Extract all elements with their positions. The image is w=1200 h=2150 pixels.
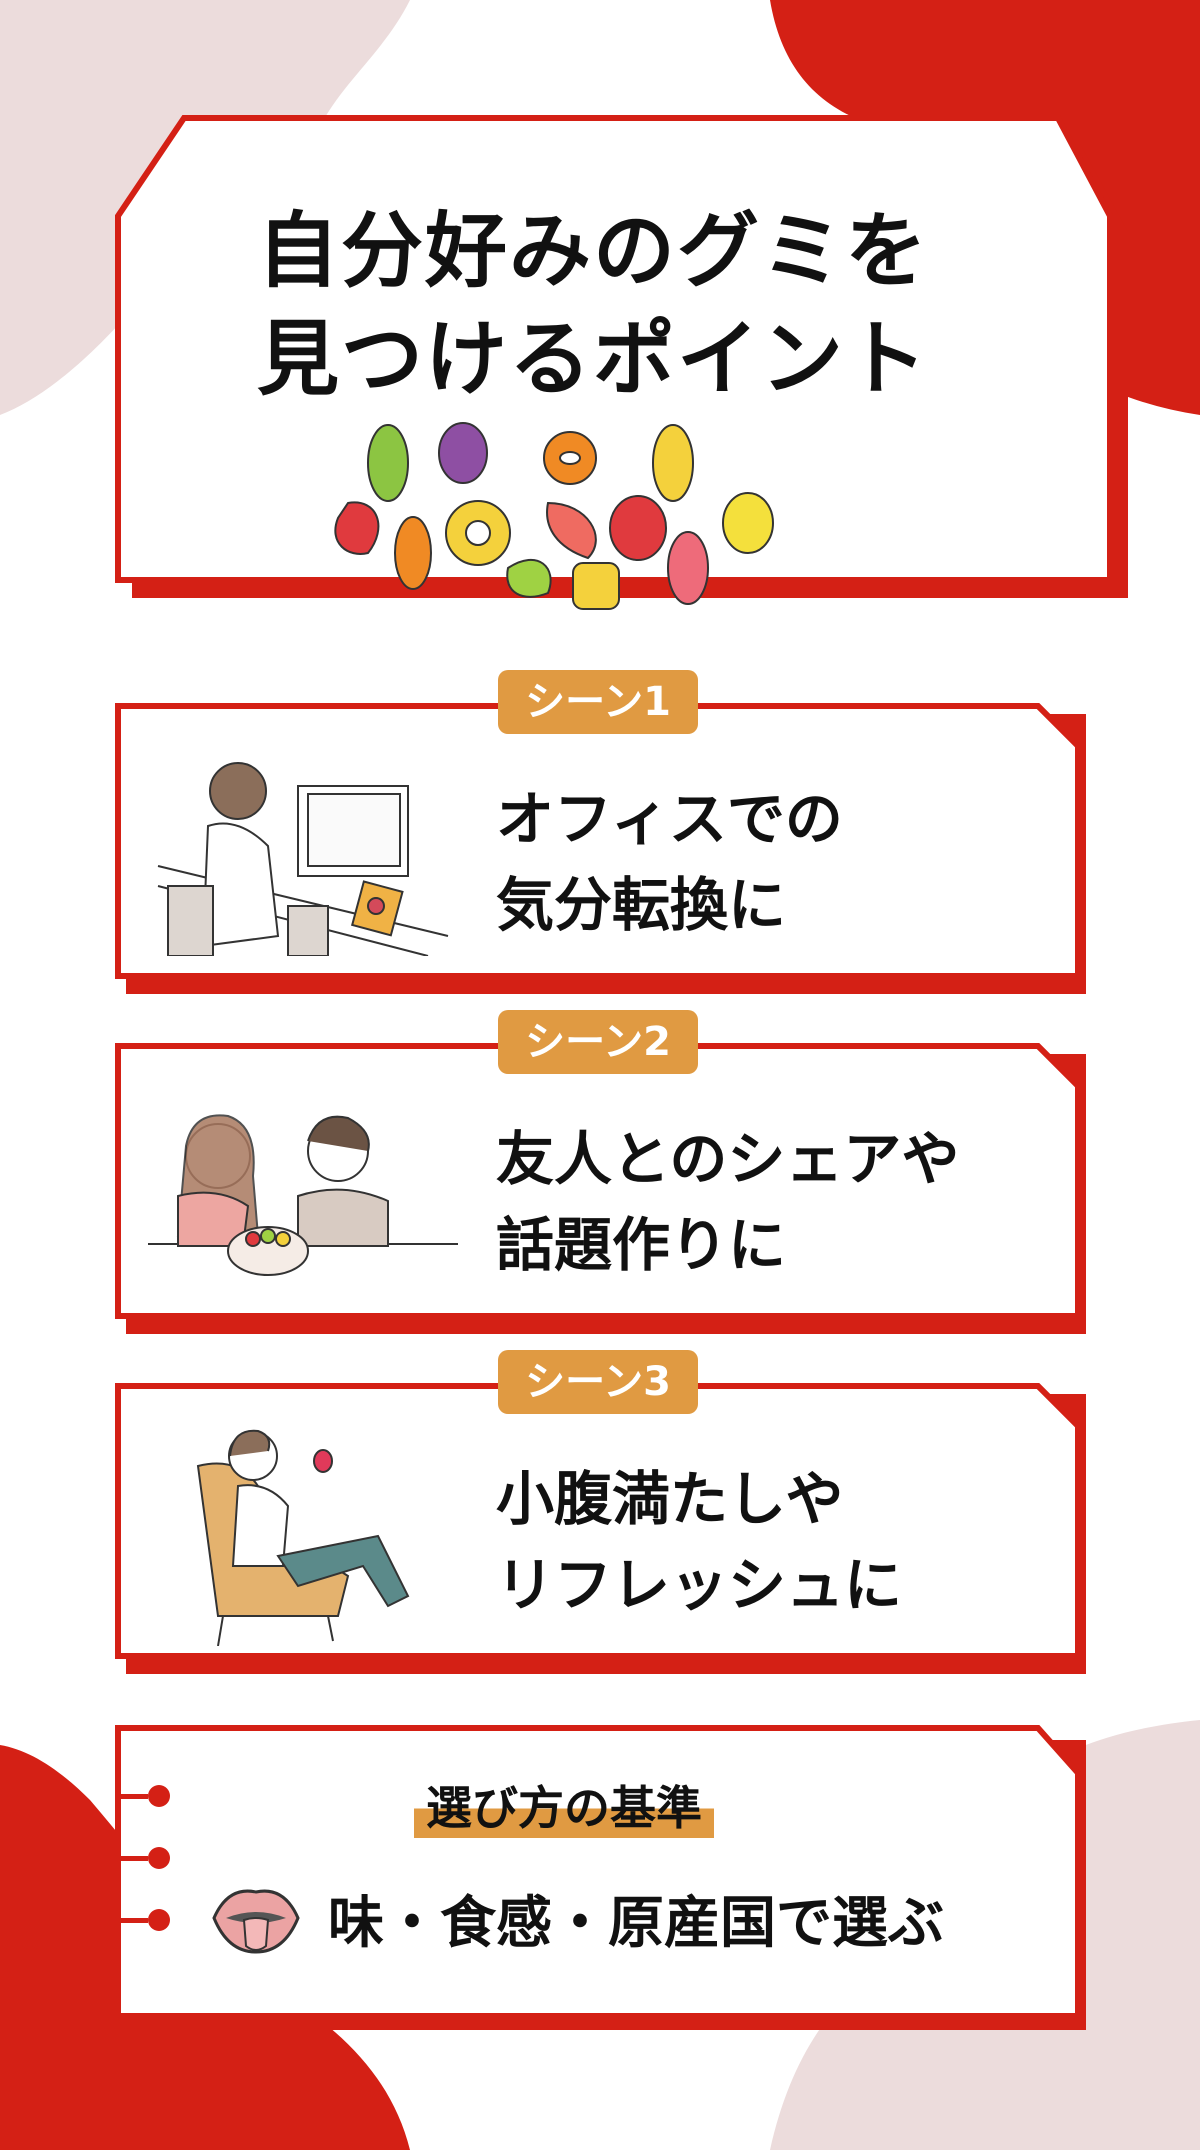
scene-card-3: シーン3 小腹満たしや リフレッシュに xyxy=(115,1350,1086,1674)
scene-card-2: シーン2 友人とのシェアや 話題作りに xyxy=(115,1010,1086,1334)
scene-badge-3: シーン3 xyxy=(498,1350,698,1414)
woman-relaxing-in-armchair-icon xyxy=(196,1429,410,1646)
criteria-heading: 選び方の基準 xyxy=(414,1772,714,1838)
scene-line-1b: 気分転換に xyxy=(496,871,787,939)
friends-sharing-gummies-icon xyxy=(148,1114,458,1276)
woman-at-office-desk-icon xyxy=(157,762,449,956)
scene-text-2: 友人とのシェアや 話題作りに xyxy=(496,1116,959,1288)
binder-line-2 xyxy=(118,1856,148,1861)
scene-text-1: オフィスでの 気分転換に xyxy=(496,776,843,948)
scene-line-1a: オフィスでの xyxy=(496,785,843,853)
page-title-line-1: 自分好みのグミを xyxy=(256,204,929,299)
scene-line-2a: 友人とのシェアや xyxy=(496,1125,960,1193)
criteria-text: 味・食感・原産国で選ぶ xyxy=(328,1891,944,1956)
binder-dot-1 xyxy=(148,1785,170,1807)
scene-badge-2: シーン2 xyxy=(498,1010,698,1074)
scene-badge-1: シーン1 xyxy=(498,670,698,734)
binder-line-3 xyxy=(118,1918,148,1923)
scene-line-2b: 話題作りに xyxy=(496,1211,787,1279)
criteria-card: 選び方の基準 味・食感・原産国で選ぶ xyxy=(115,1725,1086,2030)
gummy-candies-icon xyxy=(334,422,774,610)
mouth-tongue-icon xyxy=(212,1889,300,1954)
scene-line-3a: 小腹満たしや xyxy=(496,1465,844,1533)
binder-line-1 xyxy=(118,1794,148,1799)
scene-text-3: 小腹満たしや リフレッシュに xyxy=(496,1456,902,1628)
title-card: 自分好みのグミを 見つけるポイント xyxy=(115,115,1128,610)
scene-card-1: シーン1 オフィスでの 気分転換に xyxy=(115,670,1086,994)
binder-dot-2 xyxy=(148,1847,170,1869)
scene-line-3b: リフレッシュに xyxy=(496,1551,903,1619)
binder-dot-3 xyxy=(148,1909,170,1931)
page-title-line-2: 見つけるポイント xyxy=(256,312,929,407)
